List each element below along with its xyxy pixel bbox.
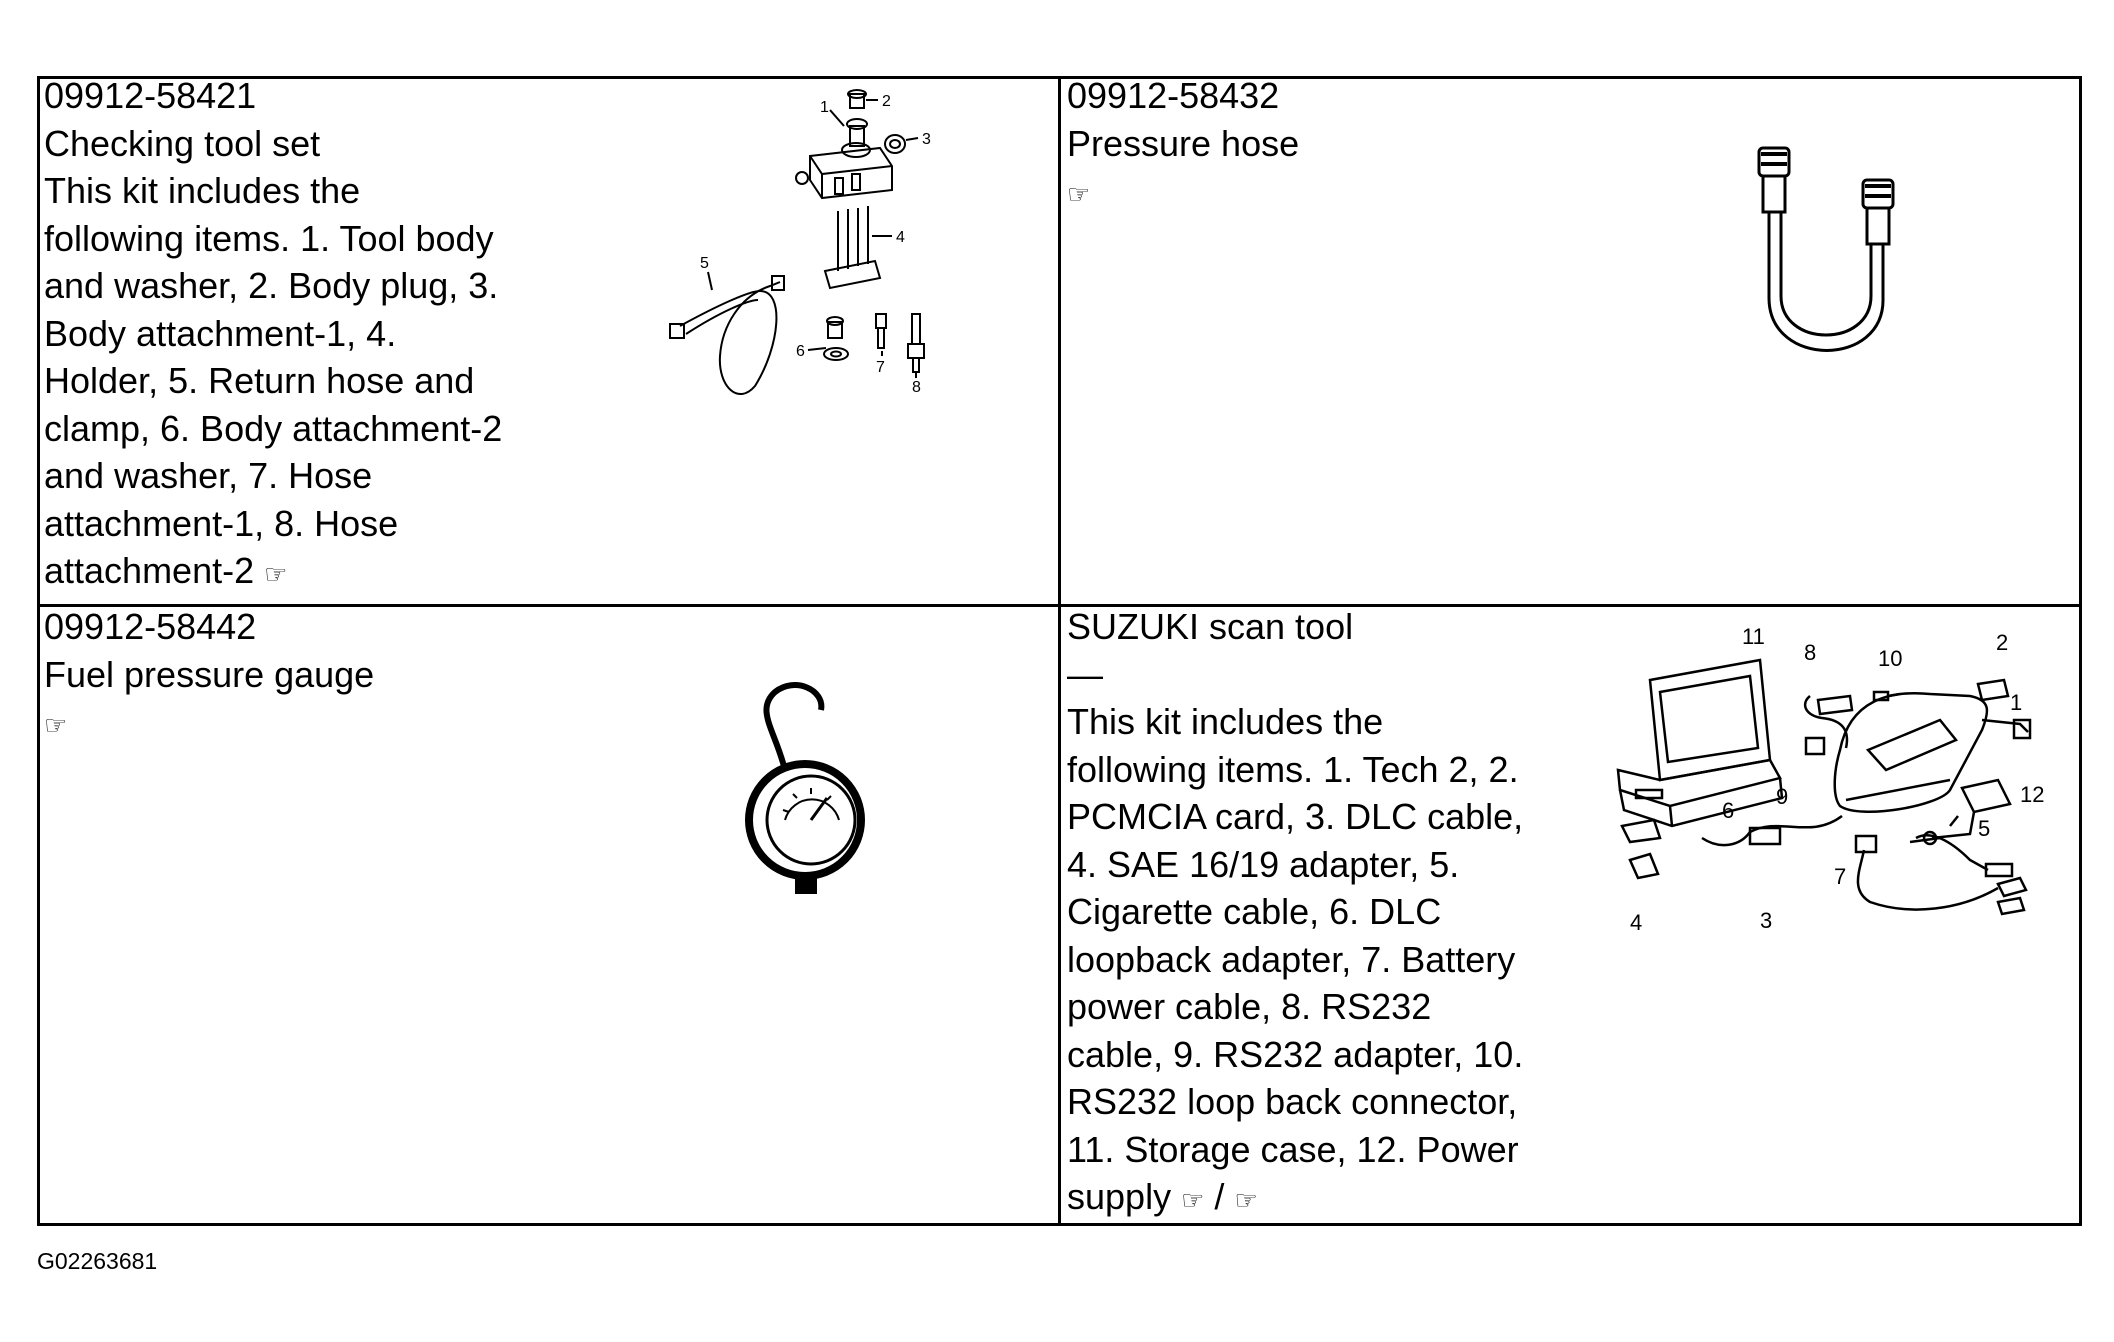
column-divider — [1058, 76, 1061, 1226]
description-line: clamp, 6. Body attachment-2 — [44, 407, 503, 449]
description-line: attachment-2 ☞ — [44, 550, 288, 591]
callout-label: 6 — [1722, 798, 1734, 823]
description-line: and washer, 7. Hose — [44, 455, 373, 496]
callout-label: 6 — [796, 343, 805, 360]
tool-name: Pressure hose — [1067, 122, 1300, 164]
pointing-hand-icon[interactable]: ☞ — [1067, 179, 1091, 209]
description-line: supply ☞ / ☞ — [1067, 1176, 1258, 1217]
description-line: cable, 9. RS232 adapter, 10. — [1067, 1033, 1524, 1075]
callout-label: 3 — [922, 131, 931, 148]
description-line: Cigarette cable, 6. DLC — [1067, 891, 1442, 932]
pointing-hand-icon[interactable]: ☞ — [44, 710, 68, 740]
description-line: This kit includes the — [44, 170, 361, 211]
callout-label: 7 — [1834, 864, 1846, 889]
tool-name: Checking tool set — [44, 122, 321, 164]
cell-checking-tool-set: 09912-58421 Checking tool set This kit i… — [44, 72, 502, 599]
description-line: and washer, 2. Body plug, 3. — [44, 265, 499, 306]
figure-id: G02263681 — [37, 1248, 158, 1274]
cell-pressure-hose: 09912-58432 Pressure hose ☞ — [1067, 72, 1299, 219]
tool-name: Fuel pressure gauge — [44, 653, 375, 695]
tool-name: — — [1067, 653, 1103, 695]
callout-label: 5 — [1978, 816, 1990, 841]
part-number: 09912-58432 — [1067, 75, 1280, 116]
description-line: attachment-1, 8. Hose — [44, 502, 399, 544]
pointing-hand-icon[interactable]: ☞ — [1181, 1185, 1205, 1215]
callout-label: 1 — [820, 99, 829, 116]
callout-label: 9 — [1776, 784, 1788, 809]
description-line: This kit includes the — [1067, 701, 1384, 742]
pointing-hand-icon[interactable]: ☞ — [264, 559, 288, 589]
description-line: PCMCIA card, 3. DLC cable, — [1067, 796, 1524, 837]
checking-tool-set-illustration: 1 2 3 4 5 6 7 8 — [669, 89, 931, 396]
description-line: RS232 loop back connector, — [1067, 1081, 1518, 1122]
pointing-hand-icon[interactable]: ☞ — [1234, 1185, 1258, 1215]
description-line: power cable, 8. RS232 — [1067, 986, 1432, 1027]
suzuki-scan-tool-illustration: 1 2 3 4 5 6 7 8 9 10 11 12 — [1616, 624, 2044, 935]
callout-label: 4 — [896, 229, 905, 246]
description-line: following items. 1. Tool body — [44, 217, 494, 259]
callout-label: 12 — [2020, 782, 2044, 807]
callout-label: 3 — [1760, 908, 1772, 933]
cell-suzuki-scan-tool: SUZUKI scan tool — This kit includes the… — [1067, 603, 1523, 1225]
callout-label: 11 — [1742, 624, 1765, 649]
cell-fuel-pressure-gauge: 09912-58442 Fuel pressure gauge ☞ — [44, 603, 374, 750]
callout-label: 7 — [876, 359, 885, 376]
description-line: 11. Storage case, 12. Power — [1067, 1128, 1519, 1170]
description-line: Body attachment-1, 4. — [44, 312, 397, 354]
callout-label: 2 — [1996, 630, 2008, 655]
callout-label: 8 — [912, 379, 921, 396]
description-line: loopback adapter, 7. Battery — [1067, 938, 1516, 980]
description-line: Holder, 5. Return hose and — [44, 360, 475, 401]
callout-label: 2 — [882, 93, 891, 110]
callout-label: 5 — [700, 255, 709, 272]
description-line: 4. SAE 16/19 adapter, 5. — [1067, 843, 1460, 885]
fuel-pressure-gauge-illustration — [745, 682, 865, 894]
row-divider — [37, 604, 2082, 607]
pressure-hose-illustration — [1757, 146, 1895, 352]
callout-label: 10 — [1878, 646, 1902, 671]
callout-label: 4 — [1630, 910, 1642, 935]
part-number: 09912-58442 — [44, 606, 257, 647]
part-number: 09912-58421 — [44, 75, 257, 116]
part-number: SUZUKI scan tool — [1067, 606, 1354, 647]
callout-label: 1 — [2010, 690, 2022, 715]
callout-label: 8 — [1804, 640, 1816, 665]
description-line: following items. 1. Tech 2, 2. — [1067, 748, 1519, 790]
